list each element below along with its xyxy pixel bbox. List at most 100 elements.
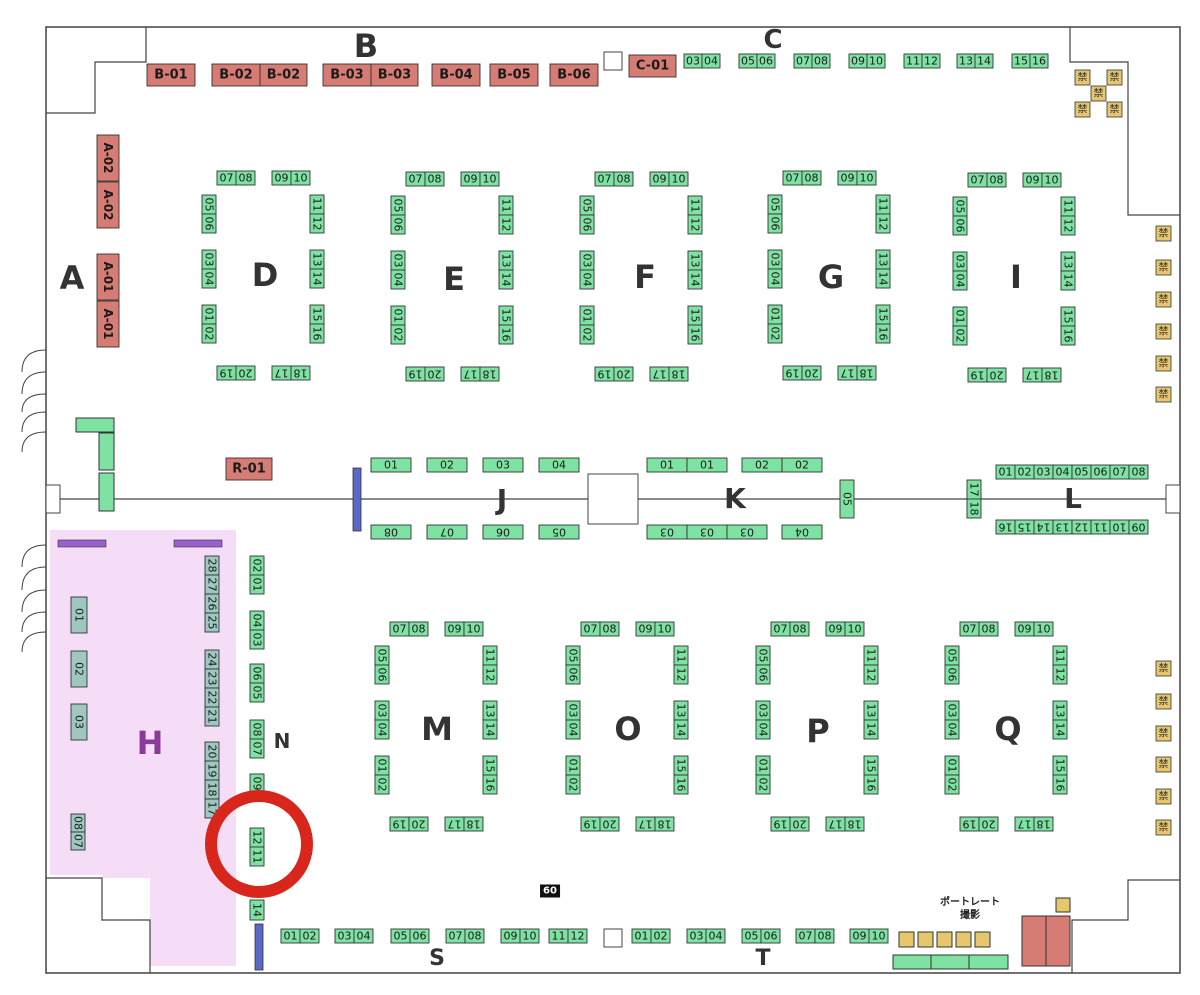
booth-box[interactable] xyxy=(952,270,968,291)
booth-n[interactable]: 11 xyxy=(249,846,265,867)
booth-box[interactable] xyxy=(70,650,88,688)
booth-g[interactable]: 05 xyxy=(767,194,783,215)
booth-f[interactable]: 11 xyxy=(687,195,703,216)
booth-o[interactable]: 11 xyxy=(673,645,689,666)
booth-s[interactable]: 03 xyxy=(334,928,355,944)
booth-box[interactable] xyxy=(701,53,721,69)
booth-box[interactable] xyxy=(96,181,120,229)
booth-l[interactable]: 06 xyxy=(1090,464,1111,480)
booth-box[interactable] xyxy=(613,171,634,187)
booth-k[interactable]: 01 xyxy=(646,457,688,473)
booth-g[interactable]: 11 xyxy=(875,194,891,215)
booth-d[interactable]: 06 xyxy=(201,213,217,234)
booth-box[interactable] xyxy=(201,323,217,344)
booth-o[interactable]: 14 xyxy=(673,719,689,740)
booth-n[interactable]: 03 xyxy=(249,629,265,650)
doors-lower[interactable] xyxy=(21,544,47,653)
booth-box[interactable] xyxy=(781,524,823,540)
booth-c[interactable]: 04 xyxy=(701,53,721,69)
booth-l[interactable]: 04 xyxy=(1052,464,1073,480)
booth-k[interactable]: 04 xyxy=(781,524,823,540)
booth-box[interactable] xyxy=(249,629,265,650)
booth-l[interactable]: 12 xyxy=(1071,519,1092,535)
booth-p[interactable]: 08 xyxy=(789,621,810,637)
booth-g[interactable]: 06 xyxy=(767,213,783,234)
booth-m[interactable]: 04 xyxy=(374,719,390,740)
booth-h[interactable]: 07 xyxy=(70,831,86,851)
booth-m[interactable]: 01 xyxy=(374,755,390,776)
booth-box[interactable] xyxy=(309,268,325,289)
booth-e[interactable]: 01 xyxy=(390,305,406,326)
booth-box[interactable] xyxy=(370,63,419,87)
booth-i[interactable]: 19 xyxy=(967,367,988,383)
booth-e[interactable]: 11 xyxy=(498,195,514,216)
booth-q[interactable]: 11 xyxy=(1052,645,1068,666)
booth-e[interactable]: 05 xyxy=(390,195,406,216)
booth-i[interactable]: 07 xyxy=(967,172,988,188)
booth-t[interactable]: 03 xyxy=(686,928,707,944)
portrait-yellow-row[interactable] xyxy=(898,931,991,948)
booth-k[interactable]: 01 xyxy=(686,457,728,473)
booth-e[interactable]: 17 xyxy=(460,366,481,382)
booth-box[interactable] xyxy=(986,172,1007,188)
booth-e[interactable]: 04 xyxy=(390,269,406,290)
booth-j[interactable]: 07 xyxy=(426,524,468,540)
booth-box[interactable] xyxy=(844,621,865,637)
booth-box[interactable] xyxy=(1033,621,1054,637)
booth-e[interactable]: 16 xyxy=(498,324,514,345)
booth-box[interactable] xyxy=(1033,816,1054,832)
booth-box[interactable] xyxy=(875,323,891,344)
booth-box[interactable] xyxy=(767,268,783,289)
booth-c[interactable]: 13 xyxy=(956,53,976,69)
booth-box[interactable] xyxy=(863,719,879,740)
booth-g[interactable]: 12 xyxy=(875,213,891,234)
booth-p[interactable]: 13 xyxy=(863,700,879,721)
booth-d[interactable]: 18 xyxy=(290,365,311,381)
booth-s[interactable]: 10 xyxy=(519,928,540,944)
booth-i[interactable]: 13 xyxy=(1060,251,1076,272)
booth-g[interactable]: 01 xyxy=(767,304,783,325)
booth-c[interactable]: 11 xyxy=(903,53,923,69)
booth-g[interactable]: 19 xyxy=(782,365,803,381)
booth-g[interactable]: 02 xyxy=(767,323,783,344)
booth-m[interactable]: 09 xyxy=(444,621,465,637)
booth-box[interactable] xyxy=(868,928,889,944)
booth-o[interactable]: 18 xyxy=(654,816,675,832)
booth-j[interactable]: 01 xyxy=(370,457,412,473)
booth-d[interactable]: 11 xyxy=(309,194,325,215)
booth-p[interactable]: 04 xyxy=(755,719,771,740)
booth-f[interactable]: 03 xyxy=(579,250,595,271)
booth-q[interactable]: 07 xyxy=(959,621,980,637)
booth-box[interactable] xyxy=(668,171,689,187)
booth-d[interactable]: 12 xyxy=(309,213,325,234)
booth-box[interactable] xyxy=(705,928,726,944)
booth-f[interactable]: 09 xyxy=(649,171,670,187)
booth-e[interactable]: 03 xyxy=(390,250,406,271)
booth-g[interactable]: 08 xyxy=(801,170,822,186)
booth-box[interactable] xyxy=(204,612,220,633)
booth-h[interactable]: 27 xyxy=(204,574,220,595)
booth-f[interactable]: 15 xyxy=(687,305,703,326)
booth-box[interactable] xyxy=(482,524,524,540)
booth-i[interactable]: 01 xyxy=(952,306,968,327)
booth-l[interactable]: 01 xyxy=(995,464,1016,480)
booth-n[interactable]: 04 xyxy=(249,610,265,631)
booth-j[interactable]: 02 xyxy=(426,457,468,473)
booth-box[interactable] xyxy=(463,816,484,832)
booth-l[interactable]: 15 xyxy=(1014,519,1035,535)
booth-j[interactable]: 03 xyxy=(482,457,524,473)
booth-box[interactable] xyxy=(374,719,390,740)
green-block-3[interactable] xyxy=(98,472,115,512)
booth-box[interactable] xyxy=(249,682,265,703)
booth-box[interactable] xyxy=(1060,270,1076,291)
booth-box[interactable] xyxy=(1041,172,1062,188)
booth-j[interactable]: 04 xyxy=(538,457,580,473)
booth-m[interactable]: 16 xyxy=(482,774,498,795)
booth-i[interactable]: 15 xyxy=(1060,306,1076,327)
booth-n[interactable]: 14 xyxy=(249,899,265,921)
booth-box[interactable] xyxy=(424,171,445,187)
booth-box[interactable] xyxy=(856,365,877,381)
booth-o[interactable]: 03 xyxy=(565,700,581,721)
booth-box[interactable] xyxy=(374,664,390,685)
booth-f[interactable]: 14 xyxy=(687,269,703,290)
